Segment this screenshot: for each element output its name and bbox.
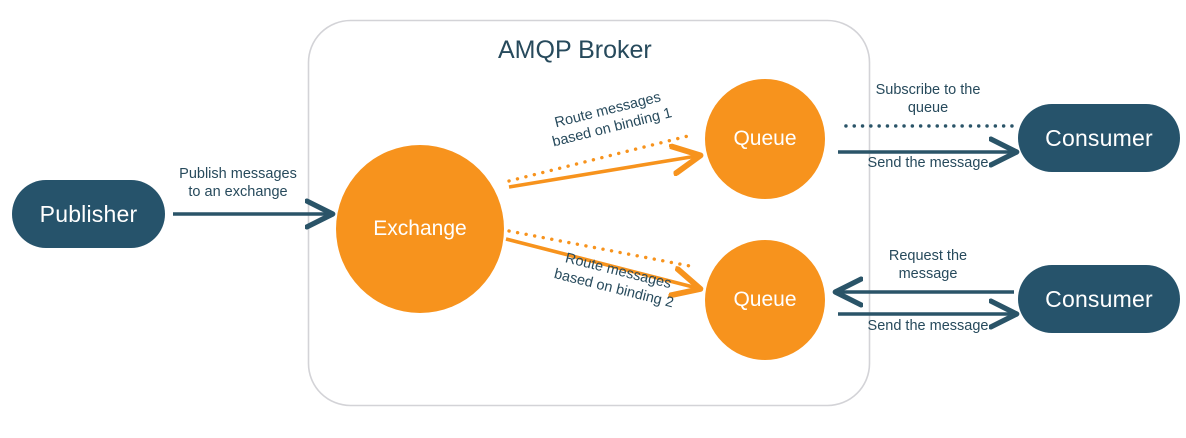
node-consumer-1-label: Consumer bbox=[1045, 124, 1153, 151]
edge-label-subscribe: Subscribe to the queue bbox=[875, 82, 981, 116]
edge-label-request: Request the message bbox=[888, 248, 968, 282]
node-queue-2-label: Queue bbox=[733, 288, 797, 311]
edge-label-send-2: Send the message bbox=[867, 318, 989, 334]
edge-binding-1-arrow bbox=[508, 156, 697, 189]
node-queue-2[interactable]: Queue bbox=[705, 240, 825, 360]
edge-label-send-1: Send the message bbox=[867, 155, 989, 171]
node-consumer-2[interactable]: Consumer bbox=[1018, 265, 1180, 333]
edge-binding-2-arrow bbox=[505, 237, 697, 288]
node-queue-1[interactable]: Queue bbox=[705, 79, 825, 199]
node-publisher-label: Publisher bbox=[39, 200, 138, 227]
node-consumer-2-label: Consumer bbox=[1045, 285, 1153, 312]
node-consumer-1[interactable]: Consumer bbox=[1018, 104, 1180, 172]
edge-label-publish: Publish messages to an exchange bbox=[179, 166, 297, 200]
broker-title: AMQP Broker bbox=[498, 36, 652, 64]
node-queue-1-label: Queue bbox=[733, 127, 797, 150]
edge-binding-2-dotted bbox=[507, 229, 697, 269]
node-publisher[interactable]: Publisher bbox=[12, 180, 165, 248]
edge-binding-1-dotted bbox=[507, 133, 694, 183]
node-exchange[interactable]: Exchange bbox=[336, 145, 504, 313]
node-exchange-label: Exchange bbox=[373, 217, 467, 240]
